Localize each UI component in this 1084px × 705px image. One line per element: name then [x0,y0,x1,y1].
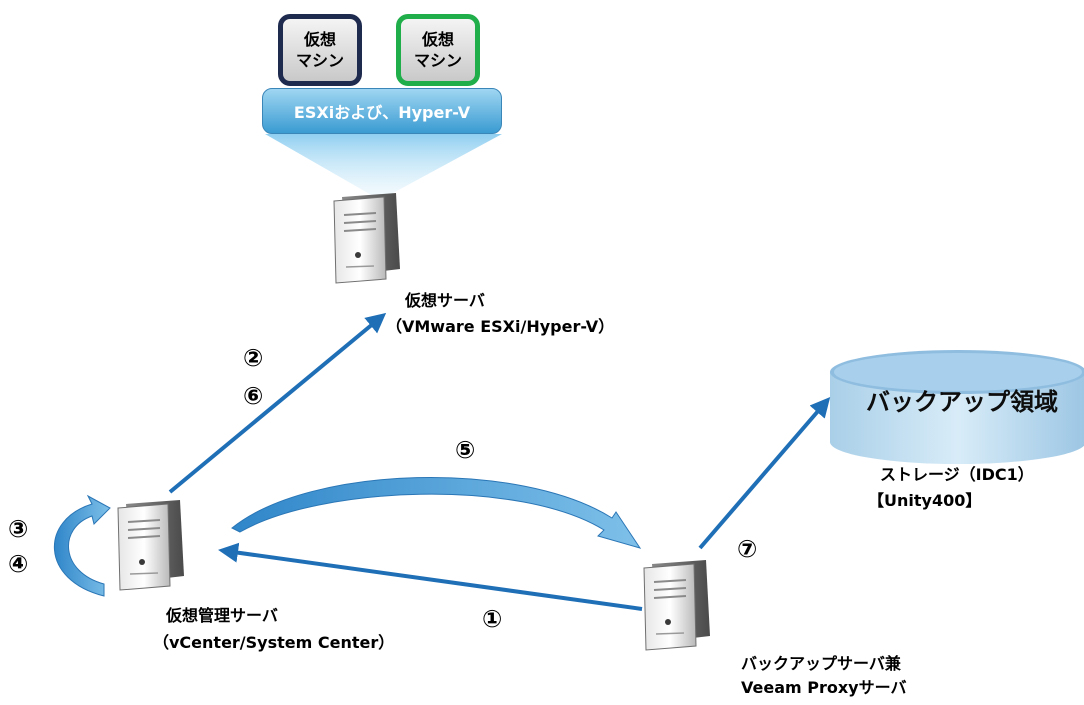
storage-area-label: バックアップ領域 [866,388,1058,416]
step-7-label: ⑦ [737,535,758,563]
step-5-label: ⑤ [455,436,476,464]
virtual-server-icon [333,192,401,284]
hypervisor-bar: ESXiおよび、Hyper-V [262,88,502,134]
arrow-backup-to-management [218,542,643,611]
arrow-management-self-loop [54,494,111,597]
storage-cylinder-icon [830,350,1084,464]
arrow-management-to-backup-curve [231,476,642,549]
hypervisor-bar-label: ESXiおよび、Hyper-V [293,103,471,122]
step-3-label: ③ [8,515,29,543]
step-1-label: ① [482,605,503,633]
vm-box-1-label: 仮想 マシン [295,30,344,70]
storage-name: ストレージ（IDC1） [880,465,1034,484]
management-server-detail: （vCenter/System Center） [153,633,395,652]
virtual-server-detail: （VMware ESXi/Hyper-V） [386,317,615,336]
arrow-backup-to-storage [698,396,831,550]
backup-server-icon [643,559,711,651]
step-2-label: ② [243,344,264,372]
vm-box-2: 仮想 マシン [396,14,480,86]
management-server-icon [117,499,185,591]
virtual-server-name: 仮想サーバ [405,291,485,310]
arrow-management-to-virtual [168,312,387,494]
backup-server-name: バックアップサーバ兼 [741,654,901,673]
step-4-label: ④ [8,550,29,578]
vm-box-1: 仮想 マシン [278,14,362,86]
management-server-name: 仮想管理サーバ [166,606,278,625]
vm-box-2-label: 仮想 マシン [413,30,462,70]
step-6-label: ⑥ [243,382,264,410]
storage-model: 【Unity400】 [868,491,982,510]
backup-server-detail: Veeam Proxyサーバ [741,678,907,697]
hypervisor-beam [265,134,502,200]
